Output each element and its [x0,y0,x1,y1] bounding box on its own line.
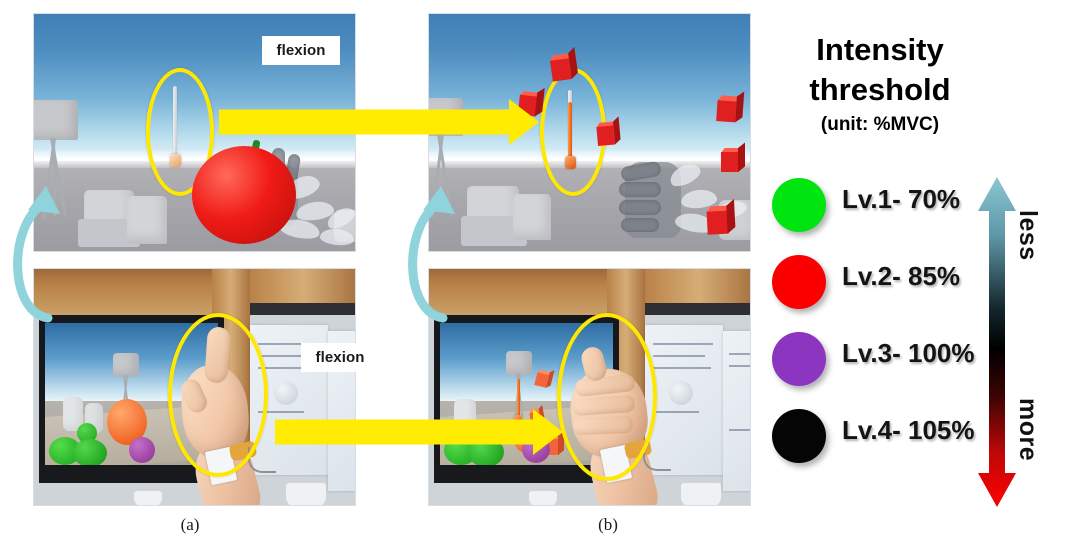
note-line [258,343,318,345]
note-line [653,367,711,369]
legend-label-lv3: Lv.3- 100% [842,338,975,368]
red-cube [596,116,621,146]
highlight-ellipse-gauge [146,68,214,196]
purple-ball [129,437,155,463]
panel-a-top-vr-relaxed [33,13,356,252]
legend-unit: (unit: %MVC) [820,114,940,135]
panel-b-top-vr-flexed [428,13,751,252]
wall-knob [274,381,298,405]
red-cube [716,91,745,123]
legend-item-lv1: Lv.1- 70% [770,174,1030,238]
note-line [258,411,304,413]
armchair [127,196,167,244]
cabinet-shelf [645,283,750,301]
legend-dot-lv1 [772,178,826,232]
green-ball [77,423,97,443]
intensity-gradient-arrow [978,177,1016,507]
note-line [258,367,316,369]
red-cube [549,46,578,82]
legend-dot-lv3 [772,332,826,386]
virtual-hand-finger [619,182,661,197]
legend-label-lv2: Lv.2- 85% [842,261,961,291]
shelf-shadow [250,303,355,315]
arrow-shaft [219,109,511,135]
floor-lamp-shade [34,100,78,140]
highlight-ellipse-hand [168,313,268,477]
monitor-stand [39,467,224,483]
cabinet-shelf [250,283,355,301]
shelf-shadow [645,303,750,315]
note-line [729,353,750,355]
yellow-arrow-top [219,98,539,146]
legend-title-line-2: threshold [809,72,951,107]
desk-mug [681,483,721,505]
caption-a: (a) [180,515,200,534]
loop-arrow-right [408,186,455,323]
gradient-word-more: more [1014,398,1042,462]
panel-b-bottom-photo-flexed [428,268,751,506]
screen-gauge-fill [517,379,520,419]
arrow-head [533,409,563,455]
panel-a-bottom-photo-relaxed [33,268,356,506]
arrow-head [509,99,539,145]
arrow-shaft [275,419,535,445]
desk-cup [134,491,162,505]
note-line [653,411,699,413]
screen-lamp-shade [113,353,139,377]
gradient-word-less: less [1014,210,1042,261]
virtual-hand-finger [621,218,659,232]
vr-scene [429,14,750,251]
note-line [729,365,750,367]
green-ball [73,439,107,465]
legend-item-lv3: Lv.3- 100% [770,328,1030,392]
monitor-stand [434,467,619,483]
sensor-wire [643,445,671,471]
screen-lamp-shade [506,351,532,375]
note-line [653,343,713,345]
legend-item-lv2: Lv.2- 85% [770,251,1030,315]
virtual-hand-finger [619,200,661,215]
red-cube [706,199,736,235]
legend-title-line-1: Intensity [816,32,944,67]
legend-panel: Intensity threshold (unit: %MVC) Lv.1- 7… [770,14,1070,514]
desk-mug [286,483,326,505]
photo-scene [429,269,750,505]
flexion-label-bottom: flexion [301,343,379,372]
caption-b: (b) [598,515,618,534]
loop-arrow-left [13,186,60,323]
legend-label-lv1: Lv.1- 70% [842,184,961,214]
wall-knob [669,381,693,405]
wall-notes [723,331,750,491]
red-cube [721,142,745,172]
vr-scene [34,14,355,251]
photo-scene [34,269,355,505]
red-apple [192,146,296,244]
legend-dot-lv4 [772,409,826,463]
legend-dot-lv2 [772,255,826,309]
legend-item-lv4: Lv.4- 105% [770,405,1030,469]
legend-label-lv4: Lv.4- 105% [842,415,975,445]
note-line [258,355,310,357]
yellow-arrow-bottom [275,408,563,456]
note-line [653,355,705,357]
armchair [513,194,551,240]
note-line [729,429,750,431]
screen-box [63,397,83,431]
flexion-label-top: flexion [262,36,340,65]
sensor-wire [248,447,276,473]
desk-cup [529,491,557,505]
highlight-ellipse-hand [557,313,657,481]
